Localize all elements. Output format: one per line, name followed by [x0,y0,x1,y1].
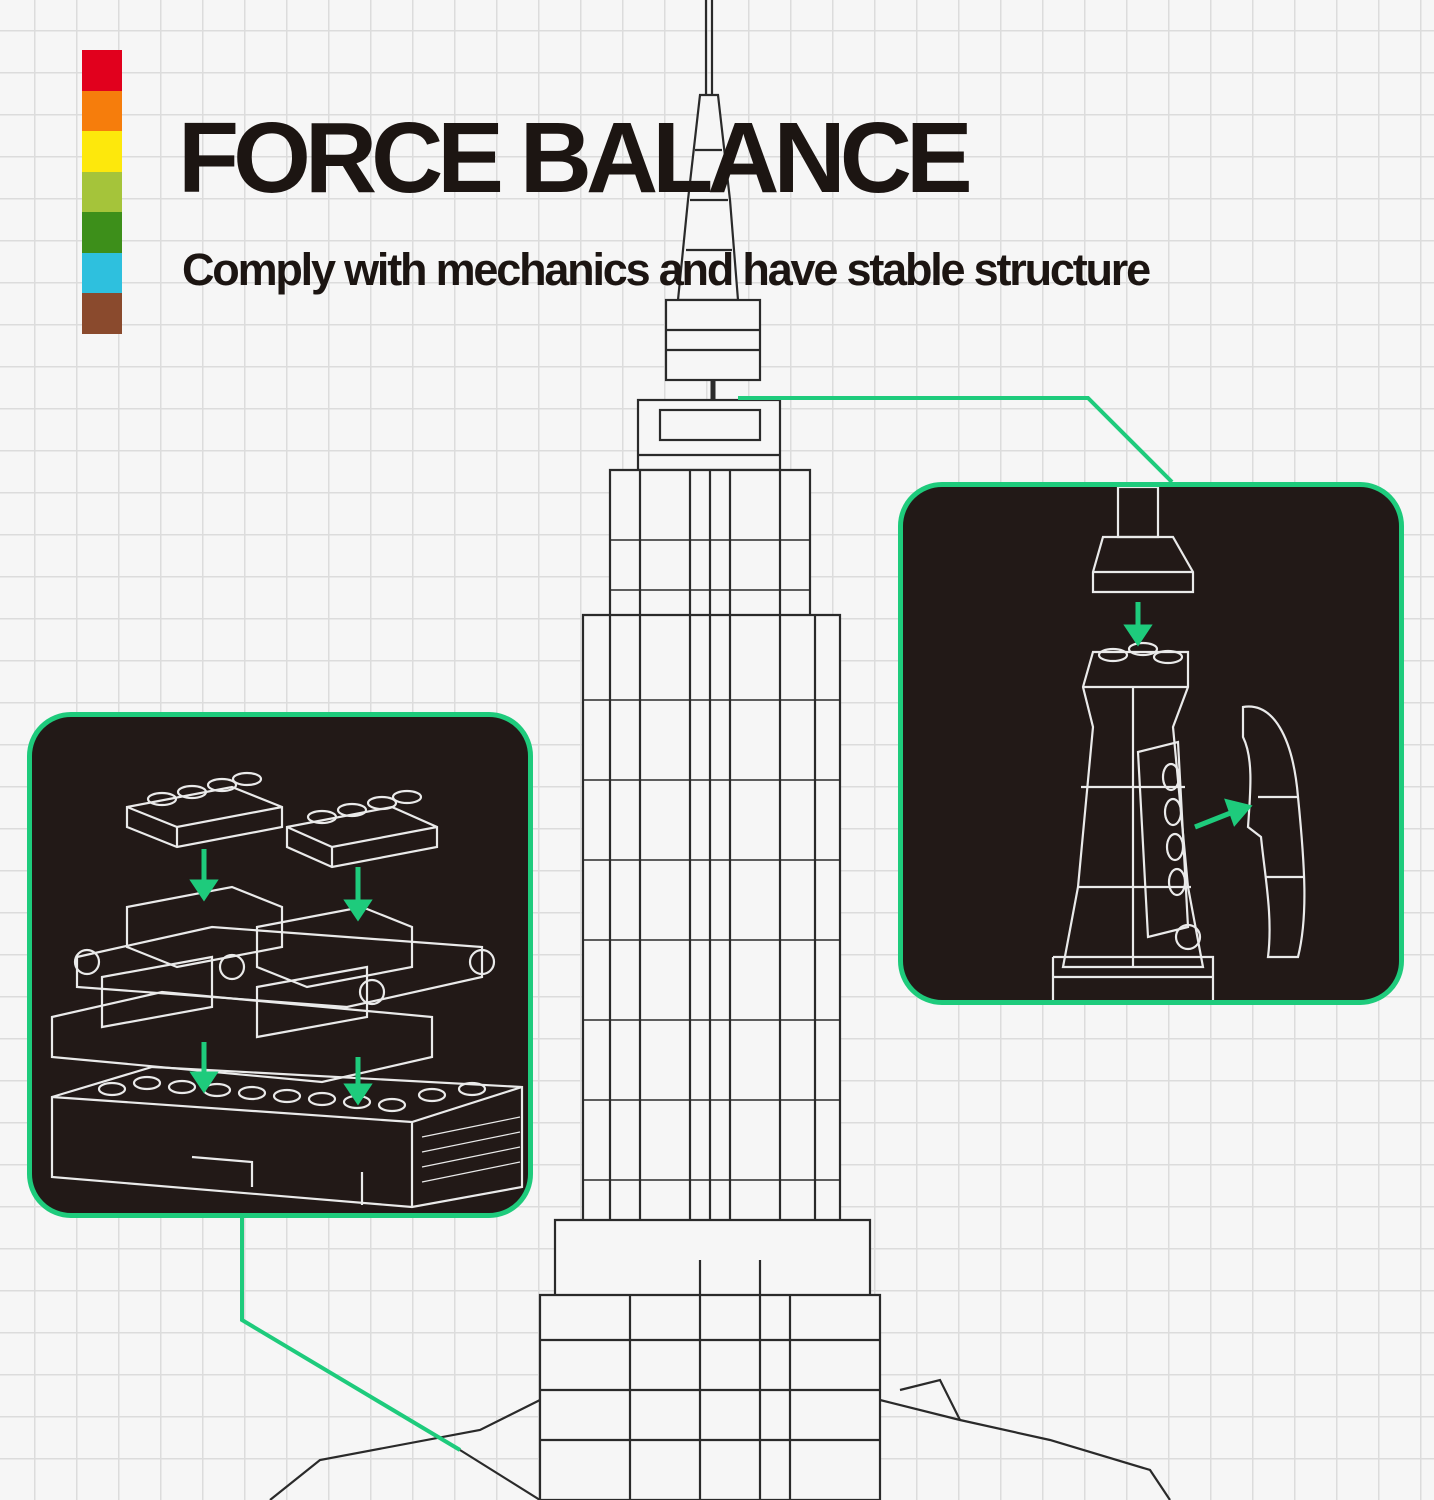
brick-base-assembly-icon [50,771,524,1209]
page-subtitle: Comply with mechanics and have stable st… [182,244,1151,295]
color-swatch-orange [82,90,122,131]
spire-assembly-icon [1051,487,1306,1000]
color-swatch-green [82,212,122,253]
color-swatch-lime [82,171,122,212]
color-palette-bar [82,50,122,334]
color-swatch-cyan [82,252,122,293]
color-swatch-brown [82,293,122,334]
color-swatch-red [82,50,122,91]
color-swatch-yellow [82,131,122,172]
spire-detail-panel [898,482,1404,1005]
brick-base-detail-panel [27,712,533,1218]
page-title: FORCE BALANCE [178,102,973,214]
